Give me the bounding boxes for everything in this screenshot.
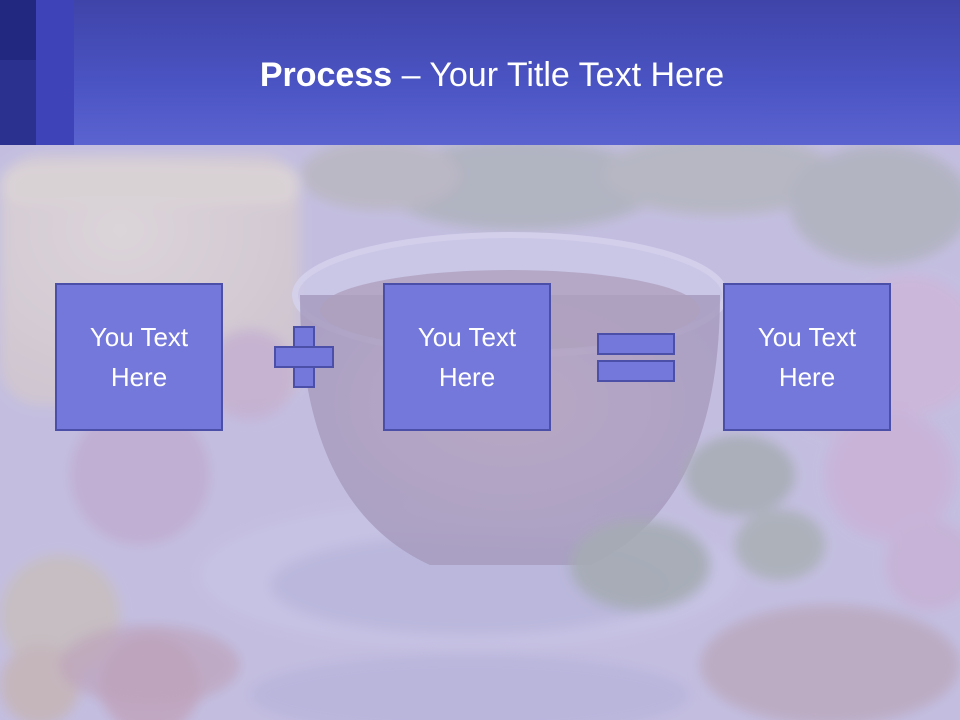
equals-bottom-bar [597,360,675,382]
process-box-result-line1: You Text [757,322,857,352]
process-box-result[interactable]: You Text Here [723,283,891,431]
title-bold: Process [259,56,393,94]
plus-center [295,348,313,366]
process-box-2-line1: You Text [417,322,517,352]
color-overlay [0,145,960,720]
process-box-result-line2: Here [778,362,836,392]
equals-top-bar [597,333,675,355]
process-box-2[interactable]: You Text Here [383,283,551,431]
banner-accent-strip-light [36,0,74,145]
process-box-1-text: You Text Here [69,317,209,397]
process-box-2-line2: Here [438,362,496,392]
process-box-1[interactable]: You Text Here [55,283,223,431]
title-banner: Process – Your Title Text Here [0,0,960,145]
process-box-1-line1: You Text [89,322,189,352]
background-photo [0,145,960,720]
banner-accent-strip-top [0,0,36,60]
process-box-1-line2: Here [110,362,168,392]
process-box-2-text: You Text Here [397,317,537,397]
process-box-result-text: You Text Here [737,317,877,397]
slide-title: Process – Your Title Text Here [0,52,960,98]
title-rest: – Your Title Text Here [392,56,725,94]
